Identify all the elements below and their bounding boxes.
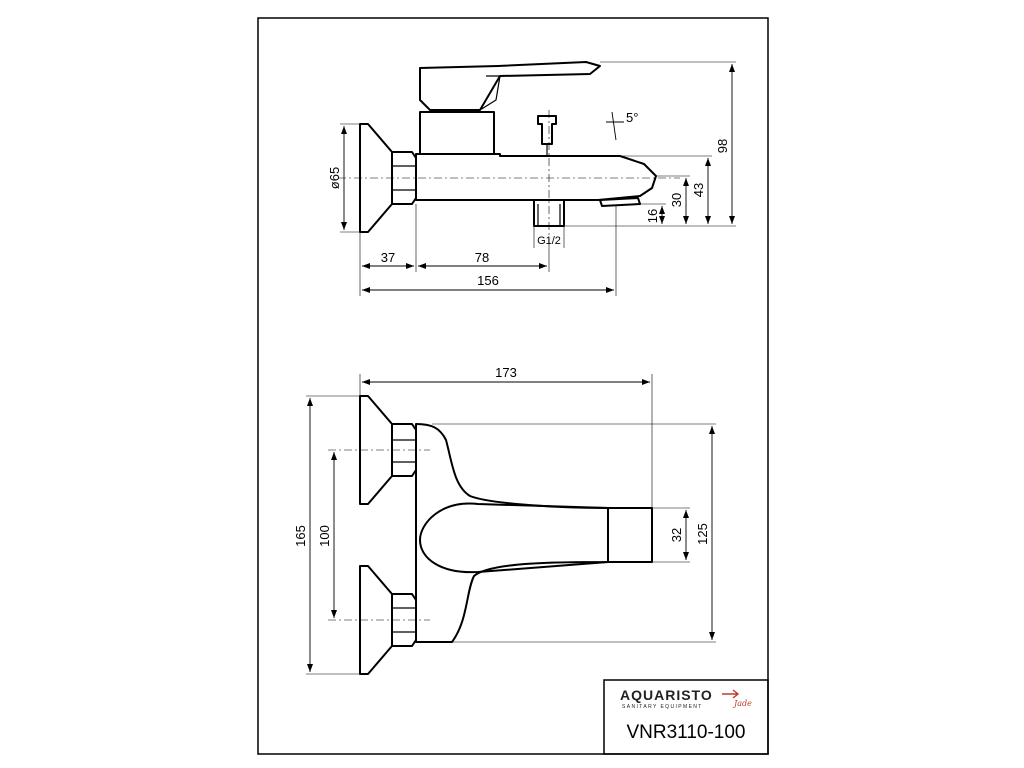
side-spout-tip <box>599 197 641 207</box>
drawing-frame <box>257 17 769 755</box>
side-cartridge <box>419 111 495 154</box>
front-lever <box>419 502 653 574</box>
dim-depth-to-body: 37 <box>381 250 395 265</box>
dim-wall-diameter: ø65 <box>327 167 342 189</box>
dim-height-spout-bottom: 16 <box>645 209 660 223</box>
dim-spout-width: 32 <box>669 528 684 542</box>
model-number: VNR3110-100 <box>626 722 745 743</box>
side-view: ø65 37 78 156 G1/2 5° 16 30 4 <box>327 61 736 296</box>
brand-subtitle: SANITARY EQUIPMENT <box>622 704 703 710</box>
dim-total-depth: 156 <box>477 273 499 288</box>
dim-angle: 5° <box>626 110 638 125</box>
title-block: AQUARISTO Jade SANITARY EQUIPMENT VNR311… <box>603 679 769 755</box>
dim-height-spout: 30 <box>669 193 684 207</box>
dim-total-height: 165 <box>293 525 308 547</box>
side-lever <box>419 61 601 111</box>
dim-total-width: 173 <box>495 365 517 380</box>
front-view: 173 165 100 125 32 <box>293 365 716 675</box>
dim-body-height: 125 <box>695 523 710 545</box>
front-body <box>415 423 609 643</box>
brand-arrow-icon <box>722 689 740 699</box>
dim-connection-spacing: 100 <box>317 525 332 547</box>
dim-depth-to-outlet: 78 <box>475 250 489 265</box>
brand-logo: AQUARISTO <box>620 687 713 703</box>
dim-height-spout-top: 43 <box>691 183 706 197</box>
side-diverter <box>537 115 557 145</box>
brand-script: Jade <box>732 699 752 708</box>
dim-thread: G1/2 <box>537 235 561 247</box>
dim-height-total: 98 <box>715 139 730 153</box>
side-body <box>415 153 657 201</box>
